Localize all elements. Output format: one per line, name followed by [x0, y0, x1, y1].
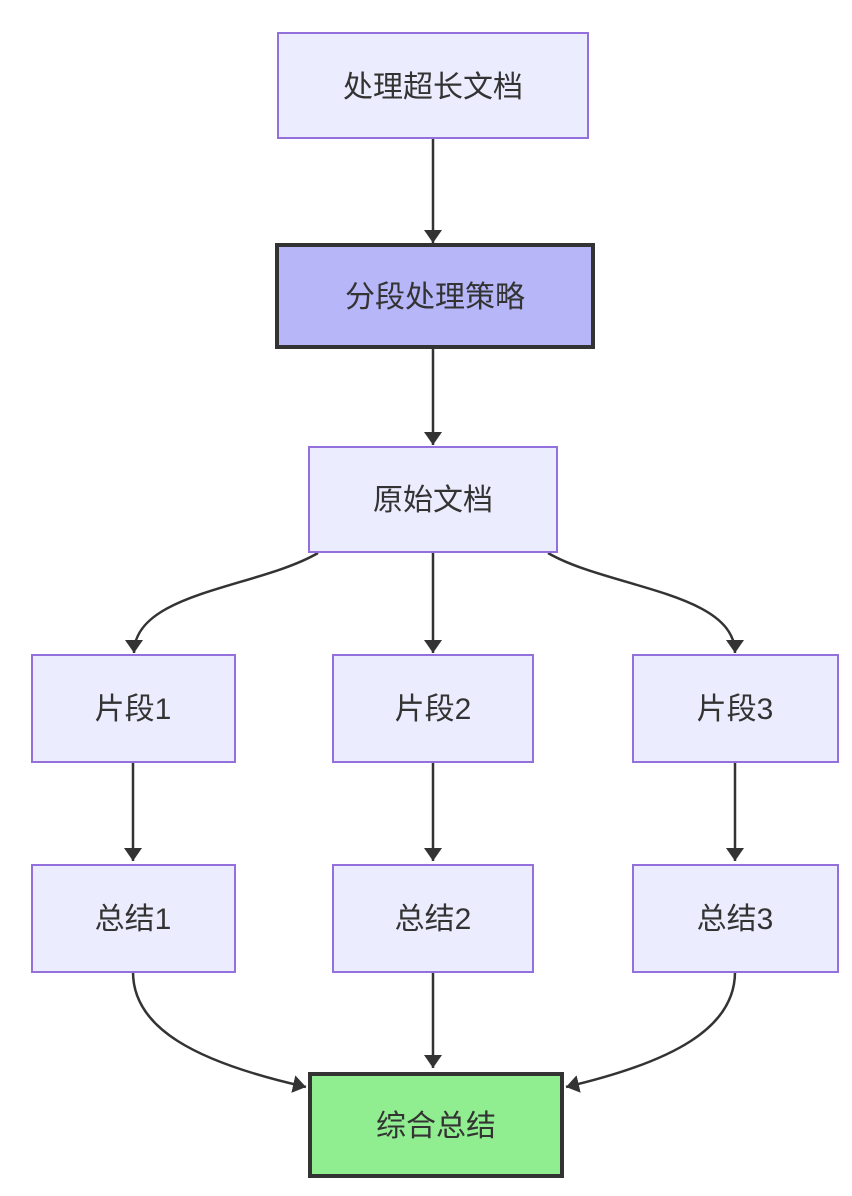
node-fragment-3-label: 片段3 — [697, 693, 774, 726]
node-segmentation-strategy-box — [275, 243, 595, 349]
edge-summary-1-to-final — [131, 971, 307, 1093]
node-process-long-document: 处理超长文档 — [277, 32, 589, 139]
node-segmentation-strategy: 分段处理策略 — [275, 243, 595, 349]
node-original-document: 原始文档 — [308, 446, 558, 553]
node-original-document-box — [308, 446, 558, 553]
node-original-document-label: 原始文档 — [373, 484, 493, 517]
edge-original-to-fragment-1 — [125, 551, 319, 654]
node-segmentation-strategy-label: 分段处理策略 — [345, 281, 525, 314]
node-process-long-document-box — [277, 32, 589, 139]
node-fragment-1-box — [31, 654, 236, 763]
node-summary-3-box — [632, 864, 839, 973]
node-fragment-1-label: 片段1 — [95, 693, 172, 726]
node-summary-1-box — [31, 864, 236, 973]
node-fragment-3-box — [632, 654, 839, 763]
node-summary-2: 总结2 — [332, 864, 534, 973]
node-fragment-1: 片段1 — [31, 654, 236, 763]
node-fragment-2-box — [332, 654, 534, 763]
node-summary-3-label: 总结3 — [697, 903, 774, 936]
node-final-summary-label: 综合总结 — [376, 1110, 496, 1143]
node-fragment-2: 片段2 — [332, 654, 534, 763]
node-summary-2-label: 总结2 — [395, 903, 472, 936]
node-final-summary-box — [308, 1072, 564, 1178]
node-summary-1: 总结1 — [31, 864, 236, 973]
edge-summary-3-to-final — [565, 971, 737, 1093]
node-summary-2-box — [332, 864, 534, 973]
node-summary-3: 总结3 — [632, 864, 839, 973]
node-summary-1-label: 总结1 — [95, 903, 172, 936]
node-fragment-2-label: 片段2 — [395, 693, 472, 726]
node-final-summary: 综合总结 — [308, 1072, 564, 1178]
edges — [124, 138, 744, 1093]
edge-original-to-fragment-3 — [547, 551, 744, 654]
node-fragment-3: 片段3 — [632, 654, 839, 763]
node-process-long-document-label: 处理超长文档 — [343, 71, 523, 104]
